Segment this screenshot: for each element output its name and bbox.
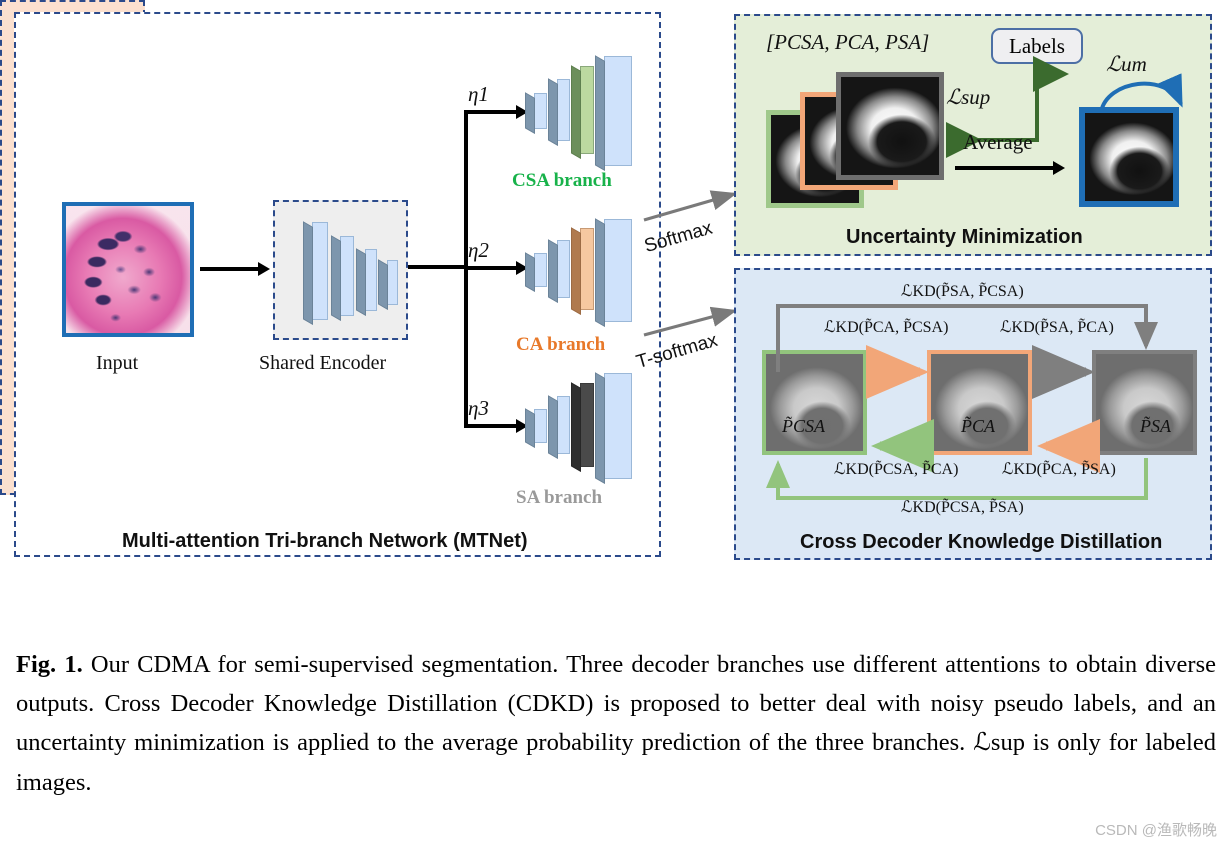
prob-list-label: [PCSA, PCA, PSA] xyxy=(766,30,930,54)
loss-um-label: ℒum xyxy=(1106,52,1147,76)
encoder-slab-3 xyxy=(356,248,377,316)
kd-edge-label-3: ℒKD(P̃SA, P̃CA) xyxy=(1000,319,1114,336)
csa-slab-1 xyxy=(525,92,547,134)
caption-prefix: Fig. 1. xyxy=(16,651,83,678)
sa-slab-1 xyxy=(525,408,547,448)
t-softmax-arrow xyxy=(643,306,738,337)
arrow-eta1 xyxy=(464,110,522,114)
encoder-slab-2 xyxy=(331,235,354,321)
loss-um-arrow xyxy=(1099,73,1183,113)
caption-text: Our CDMA for semi-supervised segmentatio… xyxy=(16,651,1216,796)
gate-label-eta3: η3 xyxy=(468,396,489,420)
arrow-input-encoder xyxy=(200,267,260,271)
arrow-input-encoder-head xyxy=(258,262,270,276)
input-image xyxy=(62,202,194,337)
kd-edge-label-5: ℒKD(P̃CA, P̃SA) xyxy=(1002,461,1116,478)
input-label: Input xyxy=(96,352,139,374)
branch-label-ca: CA branch xyxy=(516,334,606,355)
kd-edge-label-6: ℒKD(P̃CSA, P̃SA) xyxy=(901,499,1024,516)
cdkd-edges xyxy=(766,304,1158,500)
loss-sup-arrow xyxy=(946,56,1069,158)
prob-map-average xyxy=(1079,107,1179,207)
kd-node-sa: P̃SA xyxy=(1092,350,1197,455)
average-arrow xyxy=(955,166,1057,170)
uncertainty-title: Uncertainty Minimization xyxy=(846,226,1083,248)
csa-slab-out xyxy=(595,55,632,171)
kd-edge-label-2: ℒKD(P̃CA, P̃CSA) xyxy=(824,319,949,336)
arrow-eta3 xyxy=(464,424,522,428)
figure-caption: Fig. 1. Our CDMA for semi-supervised seg… xyxy=(16,645,1216,802)
ca-slab-out xyxy=(595,218,632,327)
sa-slab-2 xyxy=(548,395,570,459)
csa-slab-attention xyxy=(571,65,594,159)
gate-label-eta1: η1 xyxy=(468,82,489,106)
kd-edge-label-1: ℒKD(P̃SA, P̃CSA) xyxy=(901,283,1024,300)
arrow-eta2 xyxy=(464,266,522,270)
average-arrow-head xyxy=(1053,161,1065,175)
ca-slab-1 xyxy=(525,252,547,292)
csa-slab-2 xyxy=(548,78,570,146)
loss-sup-label: ℒsup xyxy=(946,85,991,109)
sa-slab-attention xyxy=(571,382,594,472)
gate-label-eta2: η2 xyxy=(468,238,489,262)
branch-label-csa: CSA branch xyxy=(512,170,612,191)
ca-slab-2 xyxy=(548,239,570,303)
encoder-label: Shared Encoder xyxy=(259,352,387,374)
ca-slab-attention xyxy=(571,227,594,315)
kd-node-ca: P̃CA xyxy=(927,350,1032,455)
prob-map-sa xyxy=(836,72,944,180)
mtnet-title: Multi-attention Tri-branch Network (MTNe… xyxy=(122,530,528,552)
arrow-encoder-trunk xyxy=(408,265,468,269)
encoder-slab-1 xyxy=(303,221,328,325)
kd-node-ca-label: P̃CA xyxy=(961,416,995,436)
labels-box: Labels xyxy=(991,28,1083,64)
histology-thumbnail xyxy=(66,206,190,333)
encoder-slab-4 xyxy=(378,259,398,310)
softmax-arrow xyxy=(643,190,738,222)
average-label: Average xyxy=(963,130,1033,154)
kd-node-sa-label: P̃SA xyxy=(1140,416,1171,436)
branch-label-sa: SA branch xyxy=(516,487,603,508)
cdkd-title: Cross Decoder Knowledge Distillation xyxy=(800,531,1163,553)
kd-node-csa: P̃CSA xyxy=(762,350,867,455)
kd-edge-label-4: ℒKD(P̃CSA, P̃CA) xyxy=(834,461,959,478)
kd-node-csa-label: P̃CSA xyxy=(782,416,825,436)
sa-slab-out xyxy=(595,372,632,484)
watermark: CSDN @渔歌畅晚 xyxy=(1095,822,1217,839)
